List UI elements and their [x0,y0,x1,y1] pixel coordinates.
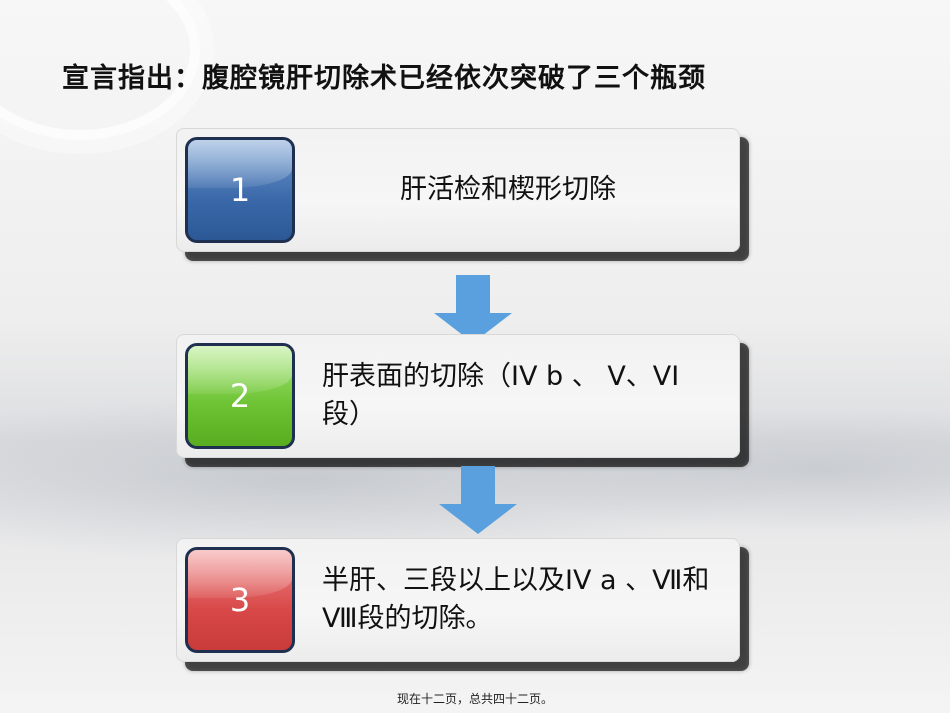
step-text-3: 半肝、三段以上以及IV a 、Ⅶ和Ⅷ段的切除。 [322,565,710,634]
step-number-3: 3 [229,581,251,619]
step-text-2: 肝表面的切除（IV b 、 V、VI段） [322,361,680,430]
step-number-badge-3: 3 [185,547,295,653]
down-arrow-icon-1 [434,275,512,343]
down-arrow-icon-2 [439,466,517,534]
step-number-2: 2 [229,377,251,415]
slide-title: 宣言指出：腹腔镜肝切除术已经依次突破了三个瓶颈 [62,63,706,94]
step-card-1: 1 肝活检和楔形切除 [176,128,740,252]
step-number-badge-2: 2 [185,343,295,449]
step-card-2: 2 肝表面的切除（IV b 、 V、VI段） [176,334,740,458]
page-footer: 现在十二页，总共四十二页。 [396,692,553,706]
decorative-swirl [0,0,200,140]
step-number-1: 1 [229,171,251,209]
step-card-3: 3 半肝、三段以上以及IV a 、Ⅶ和Ⅷ段的切除。 [176,538,740,662]
step-text-1: 肝活检和楔形切除 [400,174,616,205]
step-number-badge-1: 1 [185,137,295,243]
